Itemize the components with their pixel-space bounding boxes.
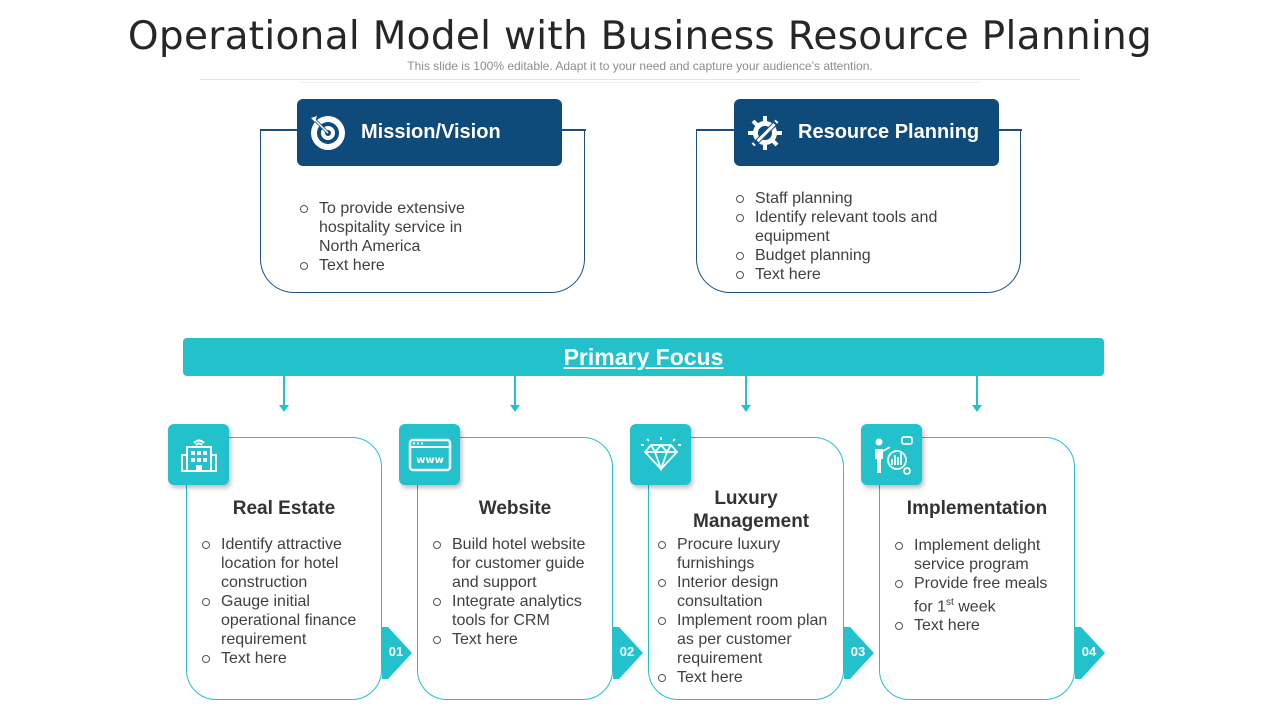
- connector-arrow: [972, 376, 982, 412]
- card-title: Luxury Management: [693, 488, 810, 532]
- list-item: Provide free meals for 1st week: [894, 574, 1054, 616]
- list-item: Text here: [657, 668, 835, 687]
- card-title: Website: [478, 498, 552, 519]
- list-item: Text here: [894, 616, 1054, 635]
- step-number: 03: [850, 644, 866, 659]
- resource-title: Resource Planning: [798, 121, 980, 143]
- page-subtitle: This slide is 100% editable. Adapt it to…: [407, 59, 873, 73]
- step-number: 02: [619, 644, 635, 659]
- mission-header: Mission/Vision: [297, 99, 562, 166]
- card-title: Real Estate: [232, 498, 336, 519]
- website-list: Build hotel website for customer guide a…: [432, 535, 597, 649]
- list-item-text-end: week: [953, 598, 996, 616]
- luxury-management-list: Procure luxury furnishings Interior desi…: [657, 535, 835, 687]
- mission-title: Mission/Vision: [361, 121, 501, 143]
- building-icon: [168, 424, 229, 485]
- target-icon: [309, 114, 347, 152]
- step-badge: 01: [382, 627, 412, 679]
- mission-list: To provide extensive hospitality service…: [299, 199, 484, 275]
- browser-www-icon: www: [399, 424, 460, 485]
- implementation-list: Implement delight service program Provid…: [894, 536, 1054, 635]
- presentation-icon: [861, 424, 922, 485]
- list-item: Gauge initial operational finance requir…: [201, 592, 366, 649]
- list-item-text: Provide free meals for 1: [914, 575, 1048, 616]
- list-item: Identify attractive location for hotel c…: [201, 535, 366, 592]
- diamond-icon: [630, 424, 691, 485]
- list-item: To provide extensive hospitality service…: [299, 199, 484, 256]
- page-title: Operational Model with Business Resource…: [127, 14, 1153, 59]
- resource-header: Resource Planning: [734, 99, 999, 166]
- primary-focus-label: Primary Focus: [563, 344, 724, 370]
- resource-list: Staff planning Identify relevant tools a…: [735, 189, 940, 284]
- list-item: Procure luxury furnishings: [657, 535, 835, 573]
- luxury-management-card: [648, 437, 844, 700]
- gear-pencil-icon: [746, 114, 784, 152]
- list-item: Text here: [432, 630, 597, 649]
- connector-arrow: [510, 376, 520, 412]
- step-badge: 04: [1075, 627, 1105, 679]
- real-estate-list: Identify attractive location for hotel c…: [201, 535, 366, 668]
- list-item: Identify relevant tools and equipment: [735, 208, 940, 246]
- ordinal-suffix: st: [946, 597, 954, 608]
- list-item: Text here: [201, 649, 366, 668]
- connector-arrow: [741, 376, 751, 412]
- list-item: Integrate analytics tools for CRM: [432, 592, 597, 630]
- list-item: Implement delight service program: [894, 536, 1054, 574]
- resource-card: [695, 129, 1022, 293]
- step-badge: 02: [613, 627, 643, 679]
- list-item: Text here: [299, 256, 484, 275]
- step-badge: 03: [844, 627, 874, 679]
- primary-focus-bar: Primary Focus: [183, 338, 1104, 376]
- card-title: Implementation: [906, 498, 1048, 519]
- title-divider-secondary: [300, 82, 980, 83]
- list-item: Build hotel website for customer guide a…: [432, 535, 597, 592]
- title-divider: [200, 79, 1080, 80]
- connector-arrow: [279, 376, 289, 412]
- list-item: Budget planning: [735, 246, 940, 265]
- svg-text:www: www: [416, 455, 444, 466]
- mission-card: [259, 129, 586, 293]
- list-item: Interior design consultation: [657, 573, 835, 611]
- list-item: Staff planning: [735, 189, 940, 208]
- list-item: Text here: [735, 265, 940, 284]
- step-number: 04: [1081, 644, 1097, 659]
- list-item: Implement room plan as per customer requ…: [657, 611, 835, 668]
- step-number: 01: [388, 644, 404, 659]
